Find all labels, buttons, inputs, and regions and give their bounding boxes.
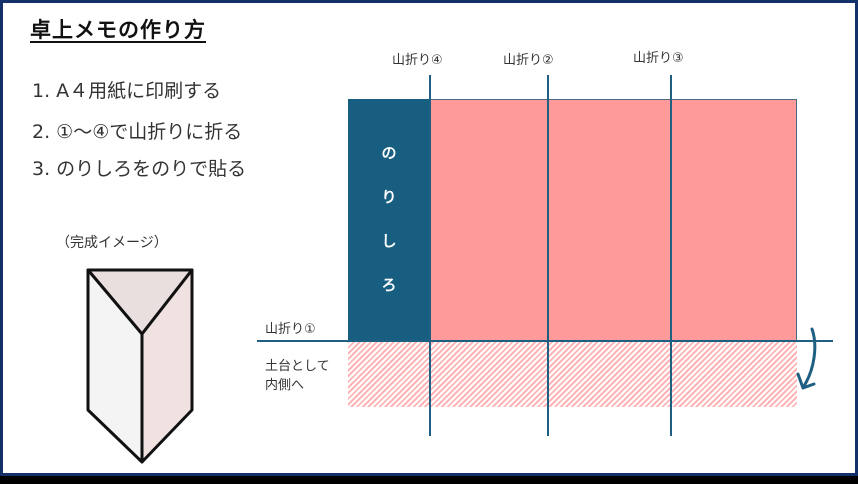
fold-label-2: 山折り② [503, 53, 554, 68]
fold-line-1 [257, 340, 833, 342]
glue-char-1: の [381, 144, 397, 162]
glue-char-3: し [381, 232, 397, 250]
base-label: 土台として 内側へ [265, 357, 330, 395]
fold-label-1: 山折り① [265, 322, 316, 337]
fold-label-4: 山折り④ [392, 53, 443, 68]
fold-line-4 [429, 75, 431, 436]
fold-label-3: 山折り③ [633, 51, 684, 66]
step-2: 2. ①～④で山折りに折る [32, 121, 243, 143]
page-title: 卓上メモの作り方 [30, 18, 206, 42]
prism-illustration-icon [86, 268, 194, 464]
glue-margin: の り し ろ [348, 99, 430, 340]
glue-char-2: り [381, 188, 397, 206]
step-1: 1. A４用紙に印刷する [32, 80, 222, 102]
base-label-line2: 内側へ [265, 378, 305, 393]
glue-char-4: ろ [381, 276, 397, 294]
completion-caption: （完成イメージ） [56, 235, 168, 251]
fold-line-3 [670, 75, 672, 436]
memo-panel [430, 99, 797, 340]
base-hatched-area [348, 341, 797, 407]
base-label-line1: 土台として [265, 359, 330, 374]
step-3: 3. のりしろをのりで貼る [32, 158, 247, 180]
fold-arrow-icon [796, 327, 817, 390]
fold-line-2 [547, 75, 549, 436]
